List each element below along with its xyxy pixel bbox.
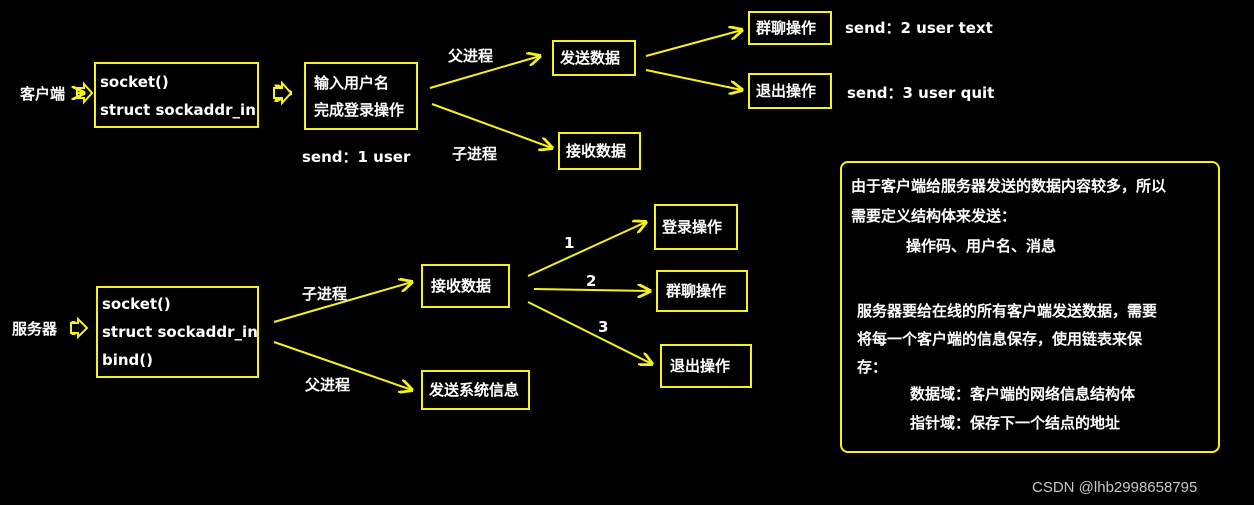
note-line-3: 操作码、用户名、消息 xyxy=(906,237,1057,255)
arrow-recv-to-login xyxy=(527,222,646,277)
client-groupchat-label: 群聊操作 xyxy=(756,19,817,37)
client-groupchat-send: send：2 user text xyxy=(845,19,993,37)
server-label: 服务器 xyxy=(12,320,58,338)
server-groupchat-label: 群聊操作 xyxy=(666,282,727,300)
note-line-2: 需要定义结构体来发送： xyxy=(851,207,1017,225)
server-parent-label: 父进程 xyxy=(305,376,351,394)
watermark: CSDN @lhb2998658795 xyxy=(1032,479,1198,496)
init-entry-arrow-icon xyxy=(273,80,293,106)
server-login-box: 登录操作 xyxy=(654,204,738,250)
note-line-1: 由于客户端给服务器发送的数据内容较多，所以 xyxy=(851,177,1167,195)
server-branch-3: 3 xyxy=(598,318,609,336)
client-quit-label: 退出操作 xyxy=(756,82,817,100)
server-quit-box: 退出操作 xyxy=(660,344,752,388)
client-label: 客户端 xyxy=(20,85,66,103)
server-groupchat-box: 群聊操作 xyxy=(656,270,748,312)
arrow-send-to-quit xyxy=(645,69,742,90)
note-line-7: 数据域：客户端的网络信息结构体 xyxy=(910,385,1136,403)
server-quit-label: 退出操作 xyxy=(670,357,731,375)
client-login-line-1: 输入用户名 xyxy=(314,74,390,92)
note-line-4: 服务器要给在线的所有客户端发送数据，需要 xyxy=(857,302,1158,320)
server-init-line-2: struct sockaddr_in xyxy=(102,323,258,341)
arrow-init-to-sendsys xyxy=(273,341,412,390)
client-parent-label: 父进程 xyxy=(448,47,494,65)
client-recv-data-box: 接收数据 xyxy=(558,132,641,170)
server-branch-1: 1 xyxy=(564,234,575,252)
client-child-label: 子进程 xyxy=(452,145,498,163)
server-recv-data-box: 接收数据 xyxy=(421,264,510,308)
arrow-login-to-send xyxy=(429,56,540,89)
arrow-recv-to-quit xyxy=(527,301,652,364)
server-child-label: 子进程 xyxy=(302,285,348,303)
client-send-data-box: 发送数据 xyxy=(552,40,636,76)
arrow-login-to-recv xyxy=(431,103,552,148)
note-box: 由于客户端给服务器发送的数据内容较多，所以 需要定义结构体来发送： 操作码、用户… xyxy=(840,161,1220,453)
arrow-send-to-groupchat xyxy=(645,30,742,57)
client-send-data-label: 发送数据 xyxy=(560,49,621,67)
client-login-box: 输入用户名 完成登录操作 xyxy=(304,62,418,130)
note-line-8: 指针域：保存下一个结点的地址 xyxy=(910,414,1121,432)
server-init-box: socket() struct sockaddr_in bind() xyxy=(96,286,259,378)
arrow-recv-to-groupchat xyxy=(533,289,650,291)
client-quit-box: 退出操作 xyxy=(748,73,832,109)
server-init-line-1: socket() xyxy=(102,295,171,313)
client-groupchat-box: 群聊操作 xyxy=(748,11,832,45)
client-quit-send: send：3 user quit xyxy=(847,84,995,102)
client-login-send: send：1 user xyxy=(302,148,411,166)
arrow-init-to-recv xyxy=(273,282,412,323)
client-init-line-2: struct sockaddr_in xyxy=(100,101,256,119)
client-entry-arrow-icon xyxy=(76,81,94,105)
client-login-line-2: 完成登录操作 xyxy=(314,101,405,119)
note-line-6: 存： xyxy=(857,358,888,376)
server-login-label: 登录操作 xyxy=(662,218,723,236)
client-init-box: socket() struct sockaddr_in xyxy=(94,62,259,128)
server-send-sys-box: 发送系统信息 xyxy=(421,370,530,410)
server-init-line-3: bind() xyxy=(102,351,154,369)
server-branch-2: 2 xyxy=(586,272,597,290)
note-line-5: 将每一个客户端的信息保存，使用链表来保 xyxy=(857,330,1143,348)
client-init-line-1: socket() xyxy=(100,73,169,91)
server-recv-data-label: 接收数据 xyxy=(431,277,492,295)
client-recv-data-label: 接收数据 xyxy=(566,142,627,160)
server-entry-arrow-icon xyxy=(70,316,89,340)
server-send-sys-label: 发送系统信息 xyxy=(429,381,520,399)
